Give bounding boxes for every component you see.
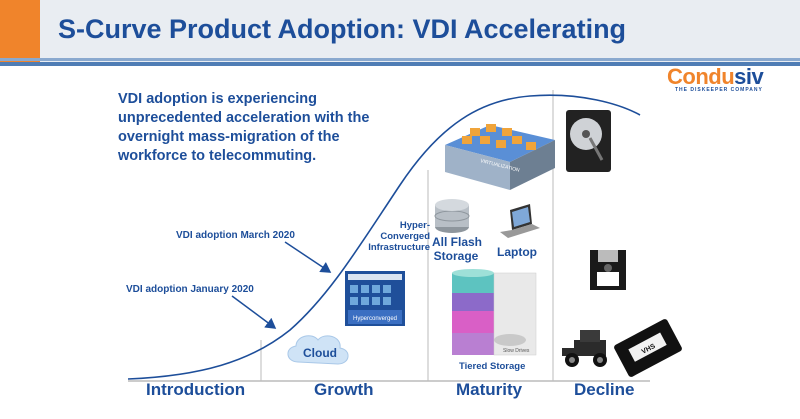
march-annotation: VDI adoption March 2020 xyxy=(176,230,295,241)
vhs-tape-icon: VHS xyxy=(614,319,682,377)
hci-label-line2: Converged xyxy=(380,231,430,242)
flash-storage-icon xyxy=(434,199,470,233)
phase-maturity: Maturity xyxy=(456,380,523,399)
virtualization-server-icon: VIRTUALIZATION xyxy=(445,124,555,190)
logo: Condusiv THE DISKEEPER COMPANY xyxy=(667,64,793,100)
slow-drives-label: Slow Drives xyxy=(503,348,530,354)
hard-drive-icon xyxy=(566,110,611,172)
tiered-storage-icon: Slow Drives xyxy=(452,269,537,356)
header-band xyxy=(0,0,800,66)
logo-part1: Condu xyxy=(667,64,735,89)
logo-wordmark: Condusiv xyxy=(667,64,764,90)
header-stripes xyxy=(0,58,800,66)
laptop-label: Laptop xyxy=(497,245,537,259)
phase-introduction: Introduction xyxy=(146,380,246,399)
logo-tagline: THE DISKEEPER COMPANY xyxy=(675,87,763,93)
adoption-curve xyxy=(127,94,641,380)
cloud-icon xyxy=(287,335,349,365)
hci-label-3: Infrastructure xyxy=(359,242,430,253)
arrow-january xyxy=(231,295,277,329)
hci-label-line1: Hyper- xyxy=(399,220,430,231)
hci-label-line3: Infrastructure xyxy=(368,242,430,253)
floppy-disk-icon xyxy=(590,250,626,290)
laptop-icon xyxy=(500,204,540,238)
cloud-label: Cloud xyxy=(303,346,337,360)
accent-bar xyxy=(0,0,40,66)
logo-part2: siv xyxy=(734,64,764,89)
hci-label-2: Converged xyxy=(369,231,430,242)
flash-label: All Flash Storage xyxy=(432,235,483,263)
hci-small-label: Hyperconverged xyxy=(353,316,397,322)
phase-decline: Decline xyxy=(574,380,635,399)
intro-text: VDI adoption is experiencing unprecedent… xyxy=(118,91,370,164)
antique-car-icon xyxy=(562,330,607,367)
flash-label-line1: All Flash xyxy=(432,235,483,249)
arrow-march xyxy=(284,241,332,273)
hci-label: Hyper- xyxy=(394,220,430,231)
phase-growth: Growth xyxy=(314,380,374,399)
slide-title: S-Curve Product Adoption: VDI Accelerati… xyxy=(58,14,627,44)
flash-label-line2: Storage xyxy=(433,249,479,263)
tiered-storage-label: Tiered Storage xyxy=(459,361,526,372)
january-annotation: VDI adoption January 2020 xyxy=(126,284,254,295)
hci-panel-icon: Hyperconverged xyxy=(345,271,405,326)
